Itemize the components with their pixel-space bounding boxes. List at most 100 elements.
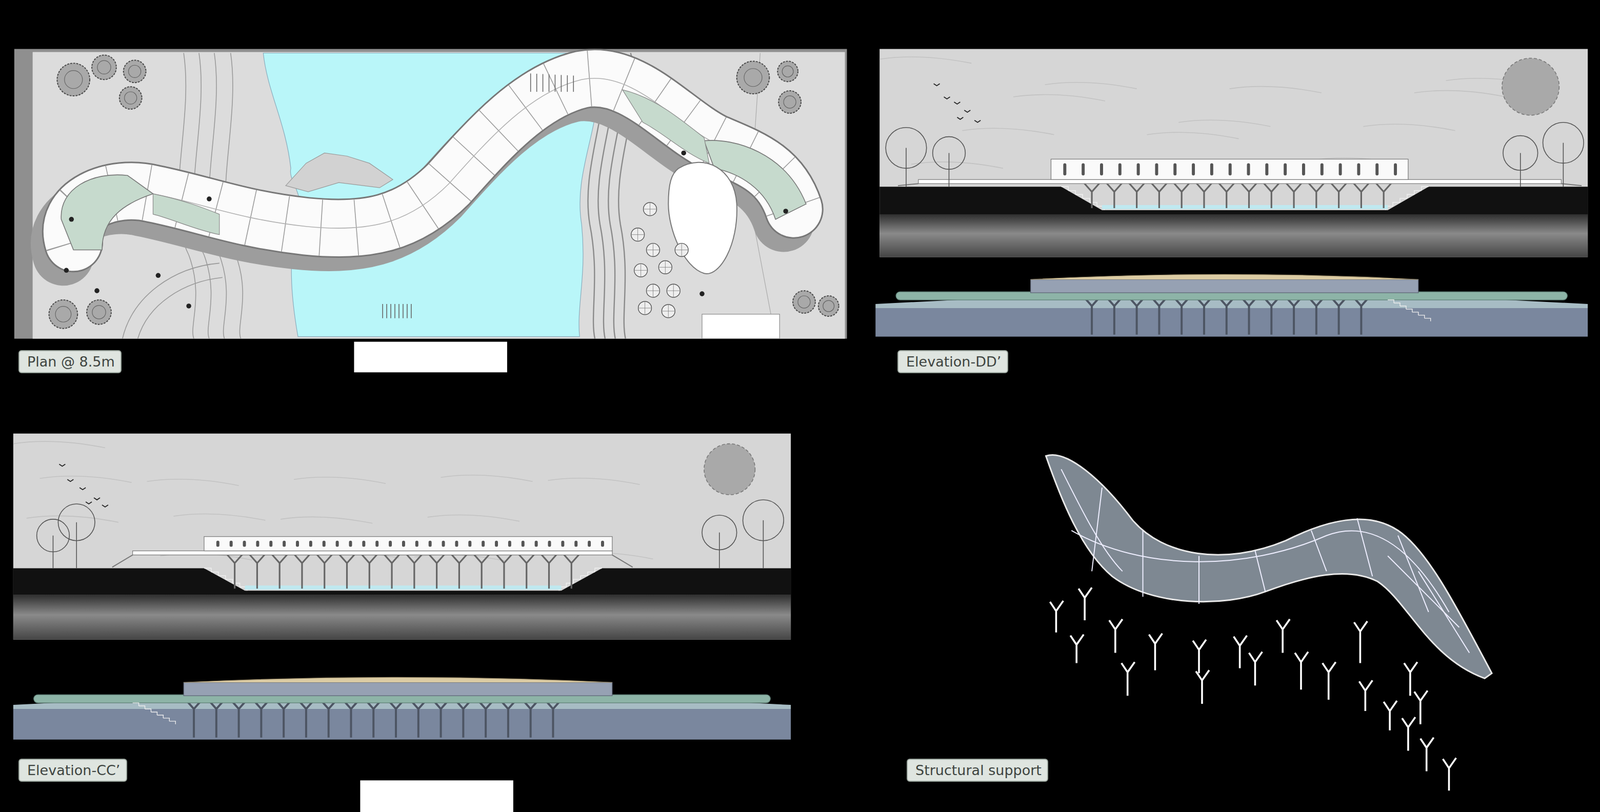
umbrella-symbol: [638, 301, 652, 315]
window: [229, 541, 233, 548]
model-column: [1242, 297, 1257, 335]
ramp-line: [897, 183, 919, 186]
tree-symbol: [818, 295, 839, 317]
tree-symbol: [91, 54, 117, 80]
umbrella-symbol: [646, 284, 660, 298]
window: [494, 541, 498, 548]
deck-slab: [918, 179, 1562, 184]
stair-step: [573, 579, 581, 584]
model-stair: [163, 718, 170, 722]
roof-rib: [1387, 556, 1459, 628]
window: [1136, 163, 1140, 176]
tree-symbol: [123, 60, 147, 83]
sheet-label-tag: Plan @ 8.5m: [18, 350, 122, 374]
river-water: [879, 214, 1588, 258]
stair-tread: [572, 75, 574, 92]
model-block: [1030, 279, 1419, 293]
window: [574, 541, 578, 548]
window: [1338, 163, 1343, 176]
tree-column: [541, 554, 558, 590]
tree-column: [1420, 737, 1434, 772]
window: [548, 541, 552, 548]
texture-stroke: [1229, 86, 1322, 93]
tree-column: [563, 554, 580, 590]
stair-tread: [394, 304, 396, 319]
pool-water: [245, 585, 562, 590]
tree-column: [338, 554, 356, 590]
tree-column: [495, 554, 513, 590]
bird-symbol: [79, 487, 86, 490]
upper-block: [204, 536, 613, 552]
tree-symbol: [792, 290, 816, 314]
bird-symbol: [102, 505, 109, 508]
tree-symbol: [736, 61, 770, 94]
tree-column: [1218, 182, 1235, 209]
stair-step: [1421, 186, 1429, 191]
tree-column: [1322, 662, 1336, 700]
ramp-line: [1561, 183, 1582, 186]
bird-symbol: [974, 120, 981, 123]
tree-column: [1249, 652, 1263, 687]
bird-symbol: [933, 83, 940, 86]
tree-column: [1404, 662, 1418, 696]
tree-column: [1330, 182, 1348, 209]
tree-crown: [55, 306, 72, 323]
stair-step: [1407, 194, 1415, 199]
stair-step: [211, 572, 219, 576]
texture-stroke: [293, 477, 386, 484]
umbrella-rib: [631, 228, 645, 242]
stair-tread: [406, 304, 408, 319]
tree-column: [271, 554, 288, 590]
tree-crown: [744, 68, 763, 87]
umbrella-rib: [647, 244, 660, 257]
model-column: [1353, 297, 1369, 335]
tree-column: [428, 554, 446, 590]
window: [388, 541, 392, 548]
bird-symbol: [956, 117, 964, 120]
window: [508, 541, 512, 548]
tree-column: [249, 554, 266, 590]
structural-diagram: [1046, 454, 1493, 791]
texture-stroke: [40, 476, 132, 483]
sheet-label-tag: Structural support: [906, 758, 1049, 783]
bird-symbol: [67, 479, 74, 482]
tree-column: [1358, 680, 1373, 712]
tree-column: [450, 554, 468, 590]
model-column: [1151, 297, 1167, 335]
stair-tread: [554, 74, 556, 92]
bird-symbol: [944, 96, 951, 99]
texture-stroke: [1414, 90, 1507, 97]
umbrella-rib: [634, 264, 648, 277]
tree-trunk: [1520, 152, 1522, 187]
tree-column: [226, 554, 244, 590]
umbrella-rib: [662, 305, 675, 318]
model-column: [433, 701, 449, 738]
model-column: [321, 701, 336, 738]
tree-column: [1128, 182, 1146, 209]
tree-column: [1121, 662, 1135, 696]
stair-step: [566, 583, 574, 588]
model-column: [276, 701, 291, 738]
stair-tread: [410, 304, 412, 319]
plan-ground: [32, 51, 846, 339]
window: [415, 541, 419, 548]
model-column: [186, 701, 202, 738]
window: [561, 541, 565, 548]
model-stair: [1424, 318, 1431, 322]
texture-stroke: [147, 479, 239, 486]
roof-rib: [1356, 518, 1373, 577]
tree-column: [1294, 652, 1309, 691]
bird-symbol: [953, 102, 960, 105]
person-symbol: [783, 208, 789, 214]
tree-column: [1192, 640, 1207, 674]
window: [1375, 163, 1379, 176]
stair-step: [594, 568, 603, 572]
tree-symbol: [56, 63, 90, 96]
tree-trunk: [948, 152, 950, 187]
tree-column: [1443, 758, 1457, 792]
tree-column: [406, 554, 423, 590]
green-terrace: [622, 89, 710, 164]
stair-step: [218, 575, 226, 580]
window: [309, 541, 313, 548]
window: [295, 541, 299, 548]
